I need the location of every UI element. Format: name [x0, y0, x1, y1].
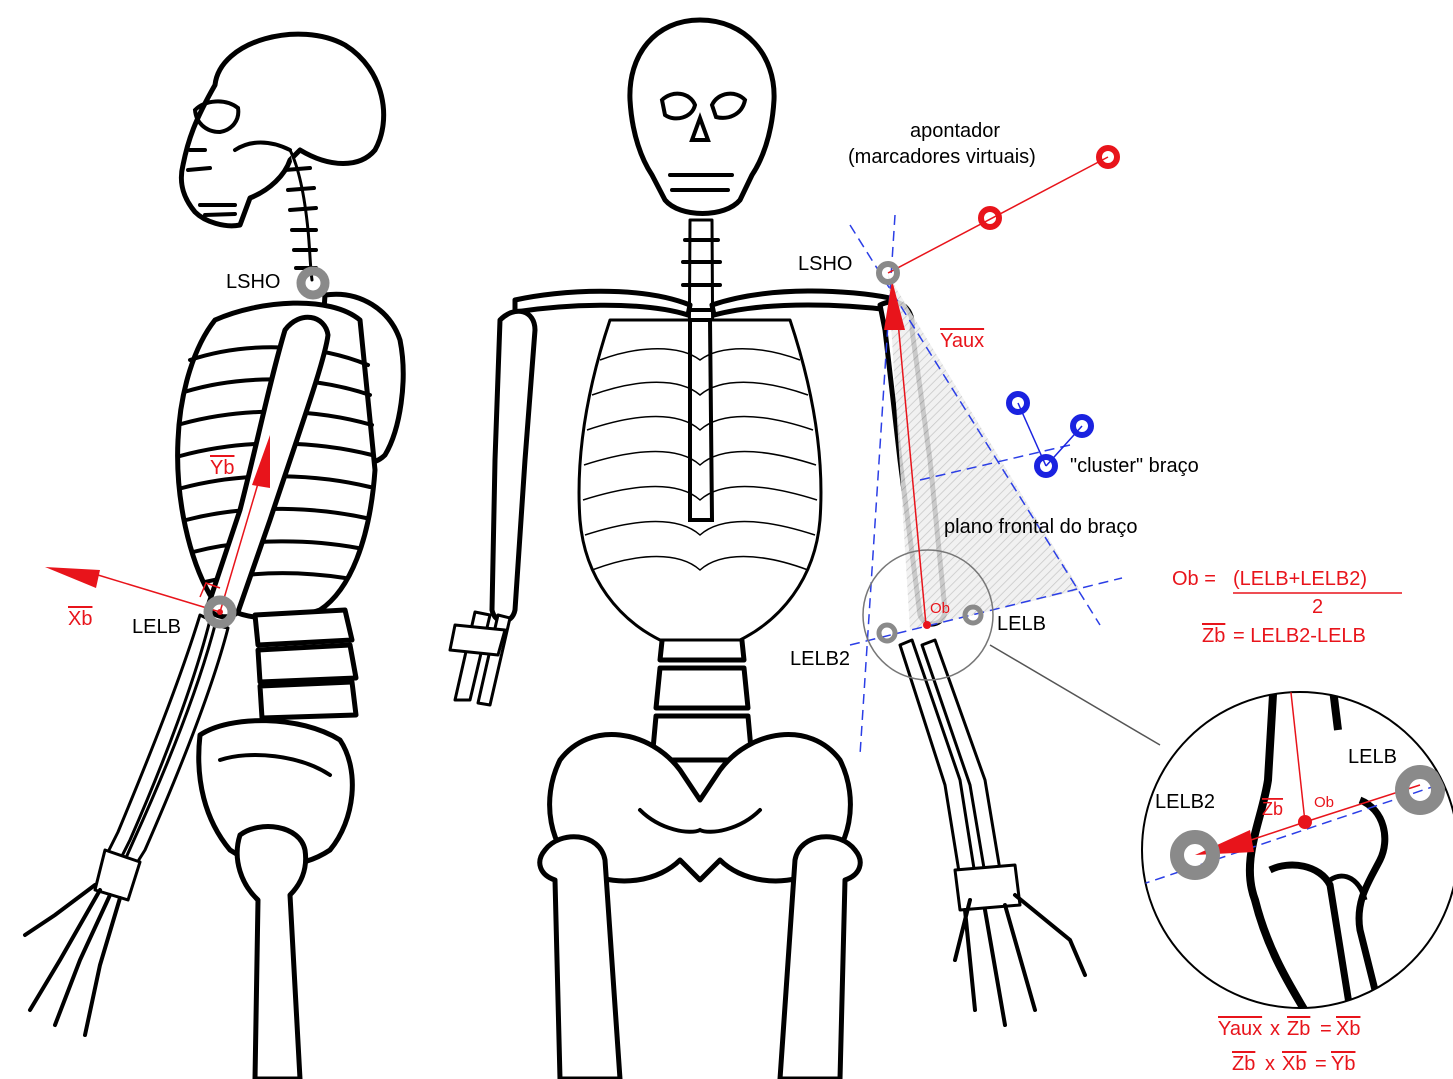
yaux-label: Yaux [940, 330, 984, 352]
front-lelb-label: LELB [997, 613, 1046, 635]
arm-frontal-plane [888, 275, 1080, 630]
pointer-marker-1 [981, 209, 999, 227]
cross2-result: Yb [1331, 1053, 1355, 1075]
side-hand [25, 850, 140, 1035]
zb-formula-vector: Zb [1202, 625, 1225, 647]
side-xb-arrowhead [45, 567, 100, 588]
elbow-zoom-inset: LELB2 LELB Zb Ob [1140, 660, 1453, 1020]
cross1-b: Zb [1287, 1018, 1310, 1040]
cross1-op: x [1270, 1018, 1280, 1040]
zoom-inset-circle [1142, 692, 1453, 1008]
front-view-annotations: apontador (marcadores virtuais) LSHO Yau… [790, 120, 1199, 755]
origin-formula-lhs: Ob = [1172, 568, 1216, 590]
pointer-label-line1: apontador [910, 120, 1000, 142]
inset-origin-label: Ob [1314, 794, 1334, 811]
inset-lelb2-label: LELB2 [1155, 791, 1215, 813]
zb-formula-rhs: = LELB2-LELB [1233, 625, 1366, 647]
side-skull [181, 34, 383, 226]
front-ribcage [579, 320, 821, 640]
front-lelb2-marker [879, 625, 895, 641]
side-origin-dot [217, 609, 223, 615]
front-origin-dot [923, 621, 931, 629]
cross2-b: Xb [1282, 1053, 1306, 1075]
cross1-a: Yaux [1218, 1018, 1262, 1040]
side-lsho-label: LSHO [226, 271, 280, 293]
side-lsho-marker [301, 271, 325, 295]
front-lelb2-label: LELB2 [790, 648, 850, 670]
side-yb-label: Yb [210, 457, 234, 479]
cross2-a: Zb [1232, 1053, 1255, 1075]
side-spine-cervical [285, 150, 316, 280]
front-lsho-label: LSHO [798, 253, 852, 275]
inset-zb-label: Zb [1262, 799, 1283, 819]
front-origin-label: Ob [930, 600, 950, 617]
pointer-label-line2: (marcadores virtuais) [848, 146, 1036, 168]
origin-formula-denominator: 2 [1312, 596, 1323, 618]
side-xb-label: Xb [68, 608, 92, 630]
front-skull [630, 20, 774, 214]
plane-label: plano frontal do braço [944, 516, 1137, 538]
zoom-connector-line [990, 645, 1160, 745]
side-lelb-label: LELB [132, 616, 181, 638]
cross2-eq: = [1315, 1053, 1327, 1075]
cross1-eq: = [1320, 1018, 1332, 1040]
inset-lelb-label: LELB [1348, 746, 1397, 768]
cross2-op: x [1265, 1053, 1275, 1075]
cross1-result: Xb [1336, 1018, 1360, 1040]
origin-formula-numerator: (LELB+LELB2) [1233, 568, 1367, 590]
side-spine-lumbar [255, 610, 356, 718]
side-view-skeleton [25, 34, 403, 1079]
inset-origin-dot [1298, 815, 1312, 829]
cluster-label: "cluster" braço [1070, 455, 1199, 477]
side-femur [237, 827, 305, 1079]
front-right-arm [450, 311, 535, 705]
